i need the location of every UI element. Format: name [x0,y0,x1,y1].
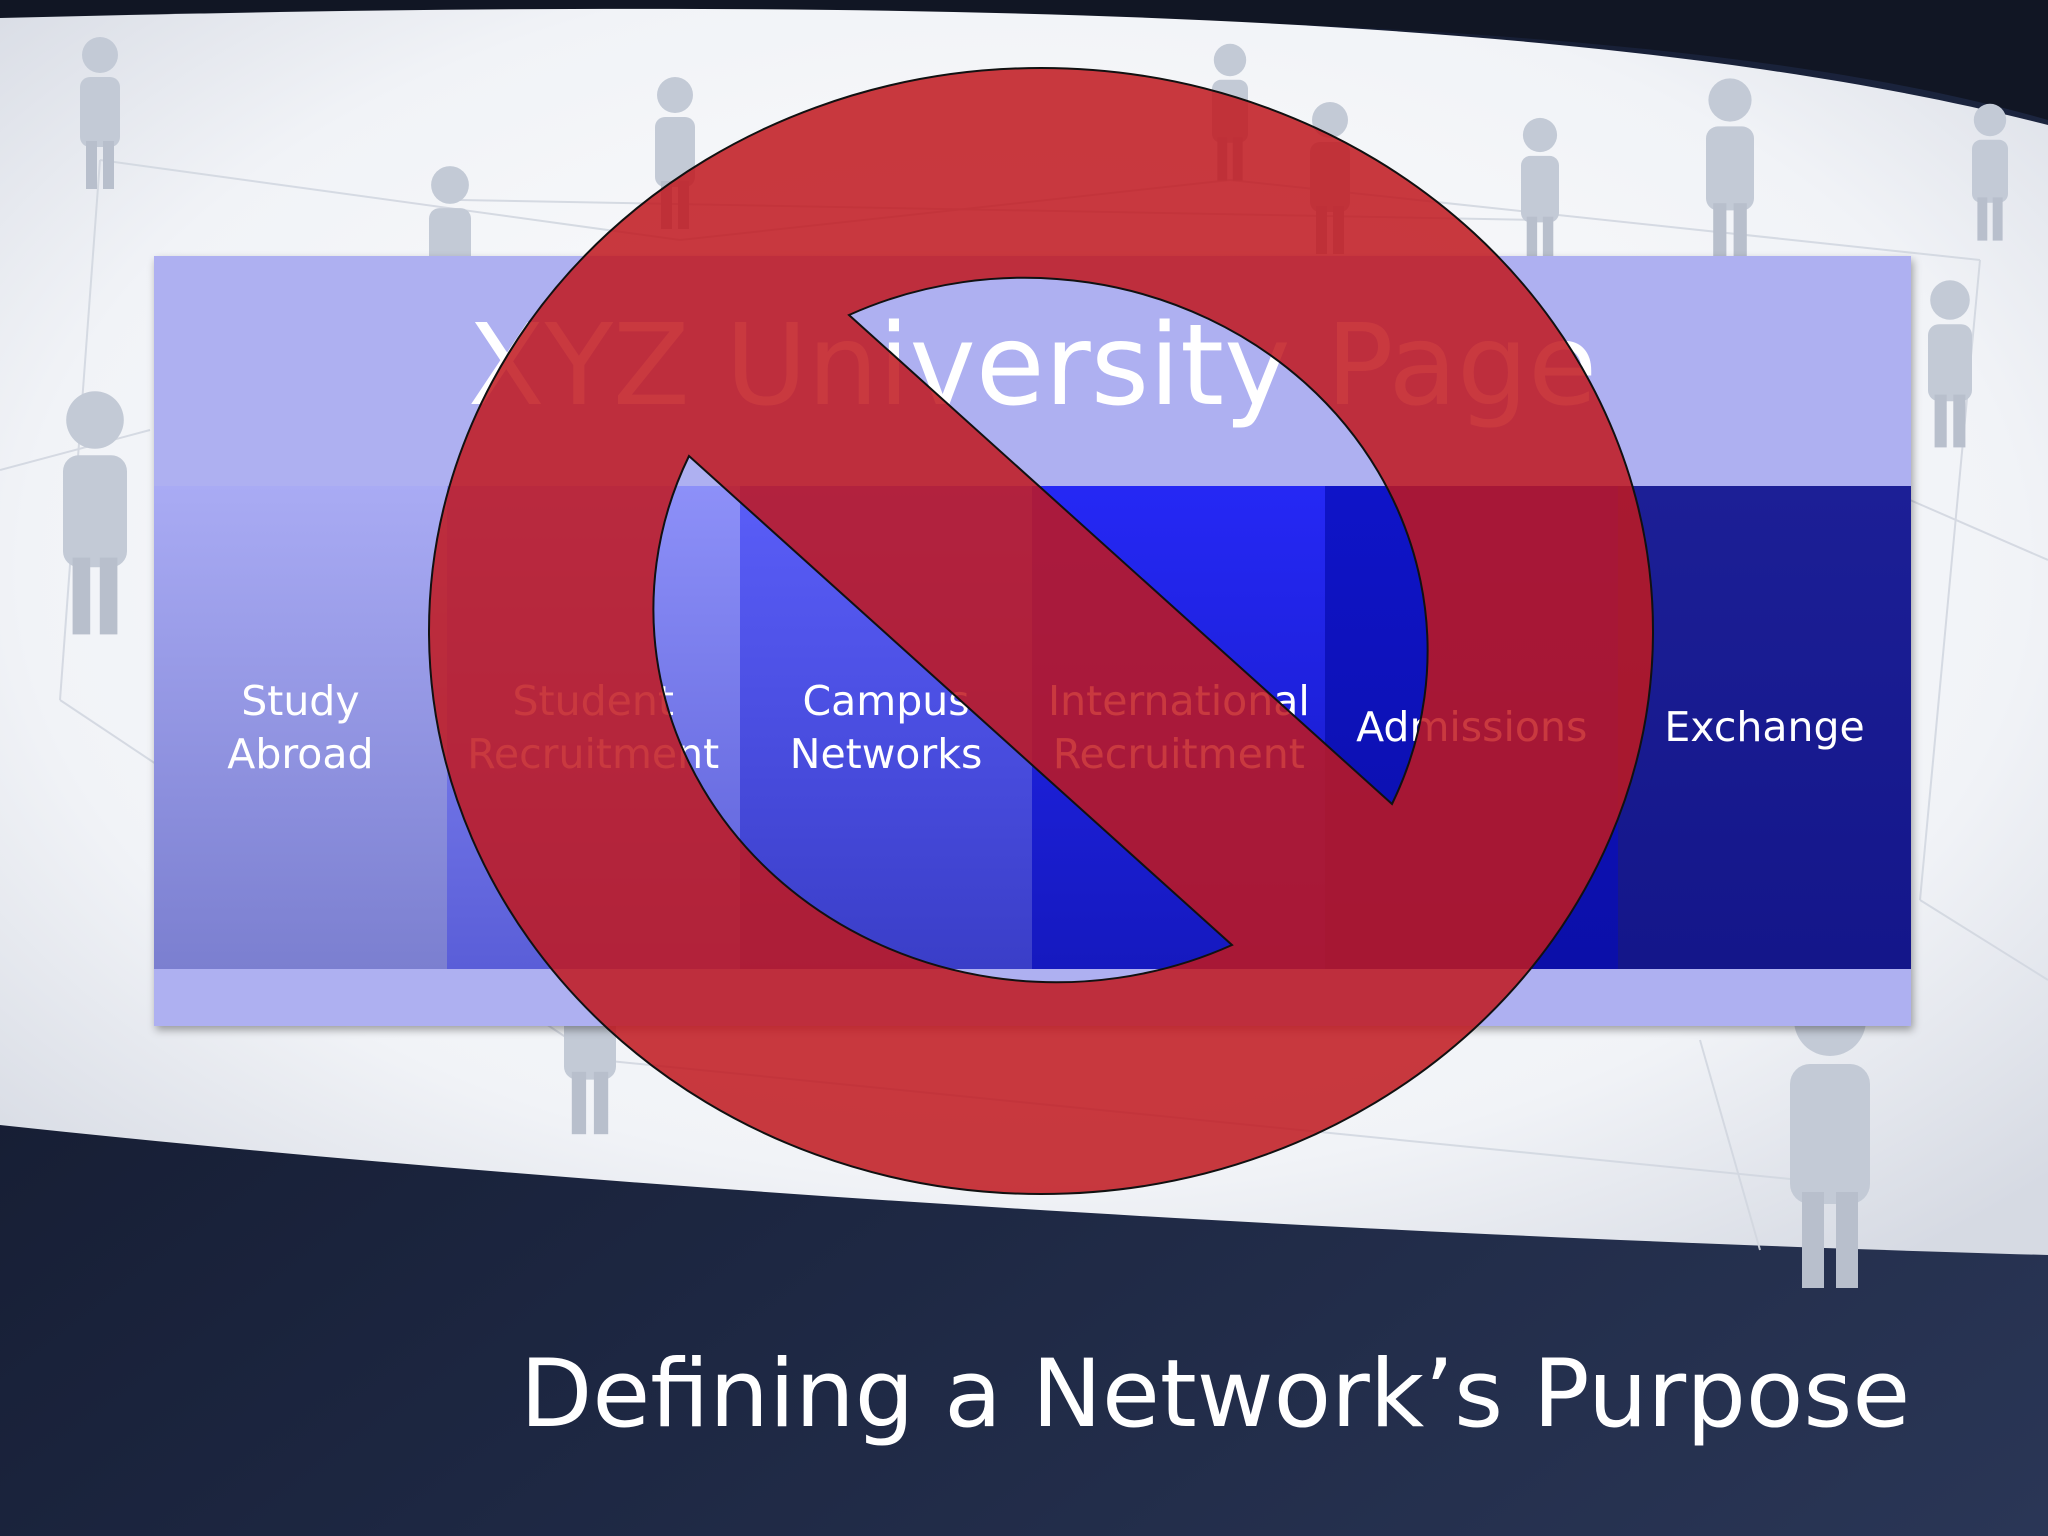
box-international-recruitment: International Recruitment [1032,486,1326,969]
university-page-diagram: XYZ University Page Study Abroad Student… [154,256,1911,1026]
box-label: International Recruitment [1048,676,1310,778]
slide-title: Defining a Network’s Purpose [520,1340,1911,1449]
category-boxes: Study Abroad Student Recruitment Campus … [154,486,1911,969]
box-student-recruitment: Student Recruitment [446,486,740,969]
box-admissions: Admissions [1325,486,1619,969]
box-label: Campus Networks [789,676,983,778]
box-label: Exchange [1664,703,1865,751]
box-label: Student Recruitment [467,676,720,778]
box-exchange: Exchange [1618,486,1911,969]
diagram-title: XYZ University Page [467,301,1598,431]
box-study-abroad: Study Abroad [154,486,447,969]
box-campus-networks: Campus Networks [739,486,1033,969]
box-label: Study Abroad [227,676,374,778]
box-label: Admissions [1356,703,1588,751]
